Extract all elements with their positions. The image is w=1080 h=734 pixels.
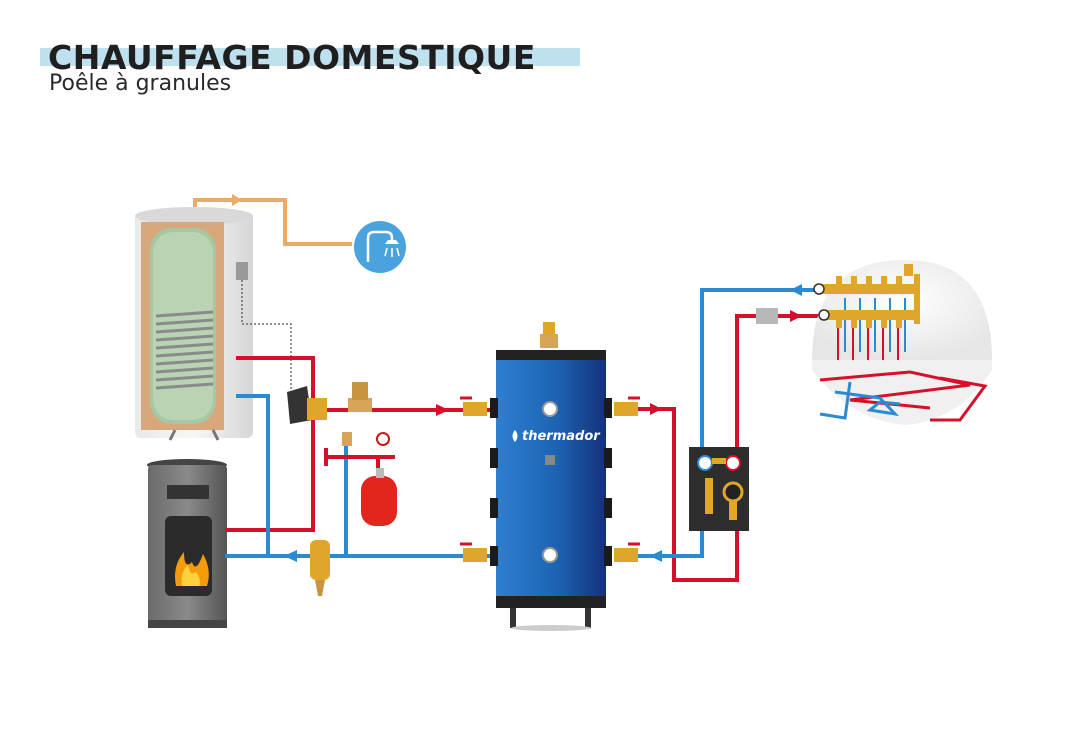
expansion-vessel-icon	[342, 432, 397, 526]
secondary-hot-pipes	[638, 314, 820, 582]
underfloor-manifold-icon	[812, 260, 992, 425]
mud-separator-icon	[310, 540, 330, 596]
thermometer-icon	[542, 547, 558, 563]
flow-arrow	[284, 550, 297, 562]
tank-brand: thermador	[522, 429, 601, 444]
valve-icon	[460, 396, 640, 562]
gauge-icon	[818, 309, 830, 321]
header: CHAUFFAGE DOMESTIQUE	[40, 38, 580, 77]
expansion-line	[324, 448, 395, 480]
primary-cold-pipes	[225, 394, 490, 558]
heat-exchanger-coil	[155, 310, 214, 390]
water-heater-icon	[135, 207, 253, 441]
flow-arrow	[790, 310, 802, 322]
buffer-tank-icon: thermador	[490, 322, 612, 631]
pump-group-icon	[689, 447, 749, 531]
mixing-valve-icon	[756, 308, 778, 324]
gauge-icon	[725, 455, 741, 471]
thermometer-icon	[542, 401, 558, 417]
page-subtitle: Poêle à granules	[49, 71, 232, 96]
gauge-icon	[813, 283, 825, 295]
flow-arrow	[436, 404, 449, 416]
flame-icon	[175, 552, 209, 586]
flow-arrow	[650, 550, 662, 562]
flow-arrow	[790, 284, 802, 296]
shower-icon	[354, 221, 406, 273]
pellet-stove-icon	[147, 459, 227, 628]
flow-arrow	[650, 403, 662, 415]
page-title: CHAUFFAGE DOMESTIQUE	[48, 38, 536, 77]
secondary-cold-pipes	[638, 288, 820, 558]
dhw-pipe	[193, 194, 352, 246]
sensor-cable	[241, 280, 292, 392]
gauge-icon	[697, 455, 713, 471]
thermostatic-valve-icon	[287, 382, 372, 424]
title-highlight	[40, 48, 580, 66]
